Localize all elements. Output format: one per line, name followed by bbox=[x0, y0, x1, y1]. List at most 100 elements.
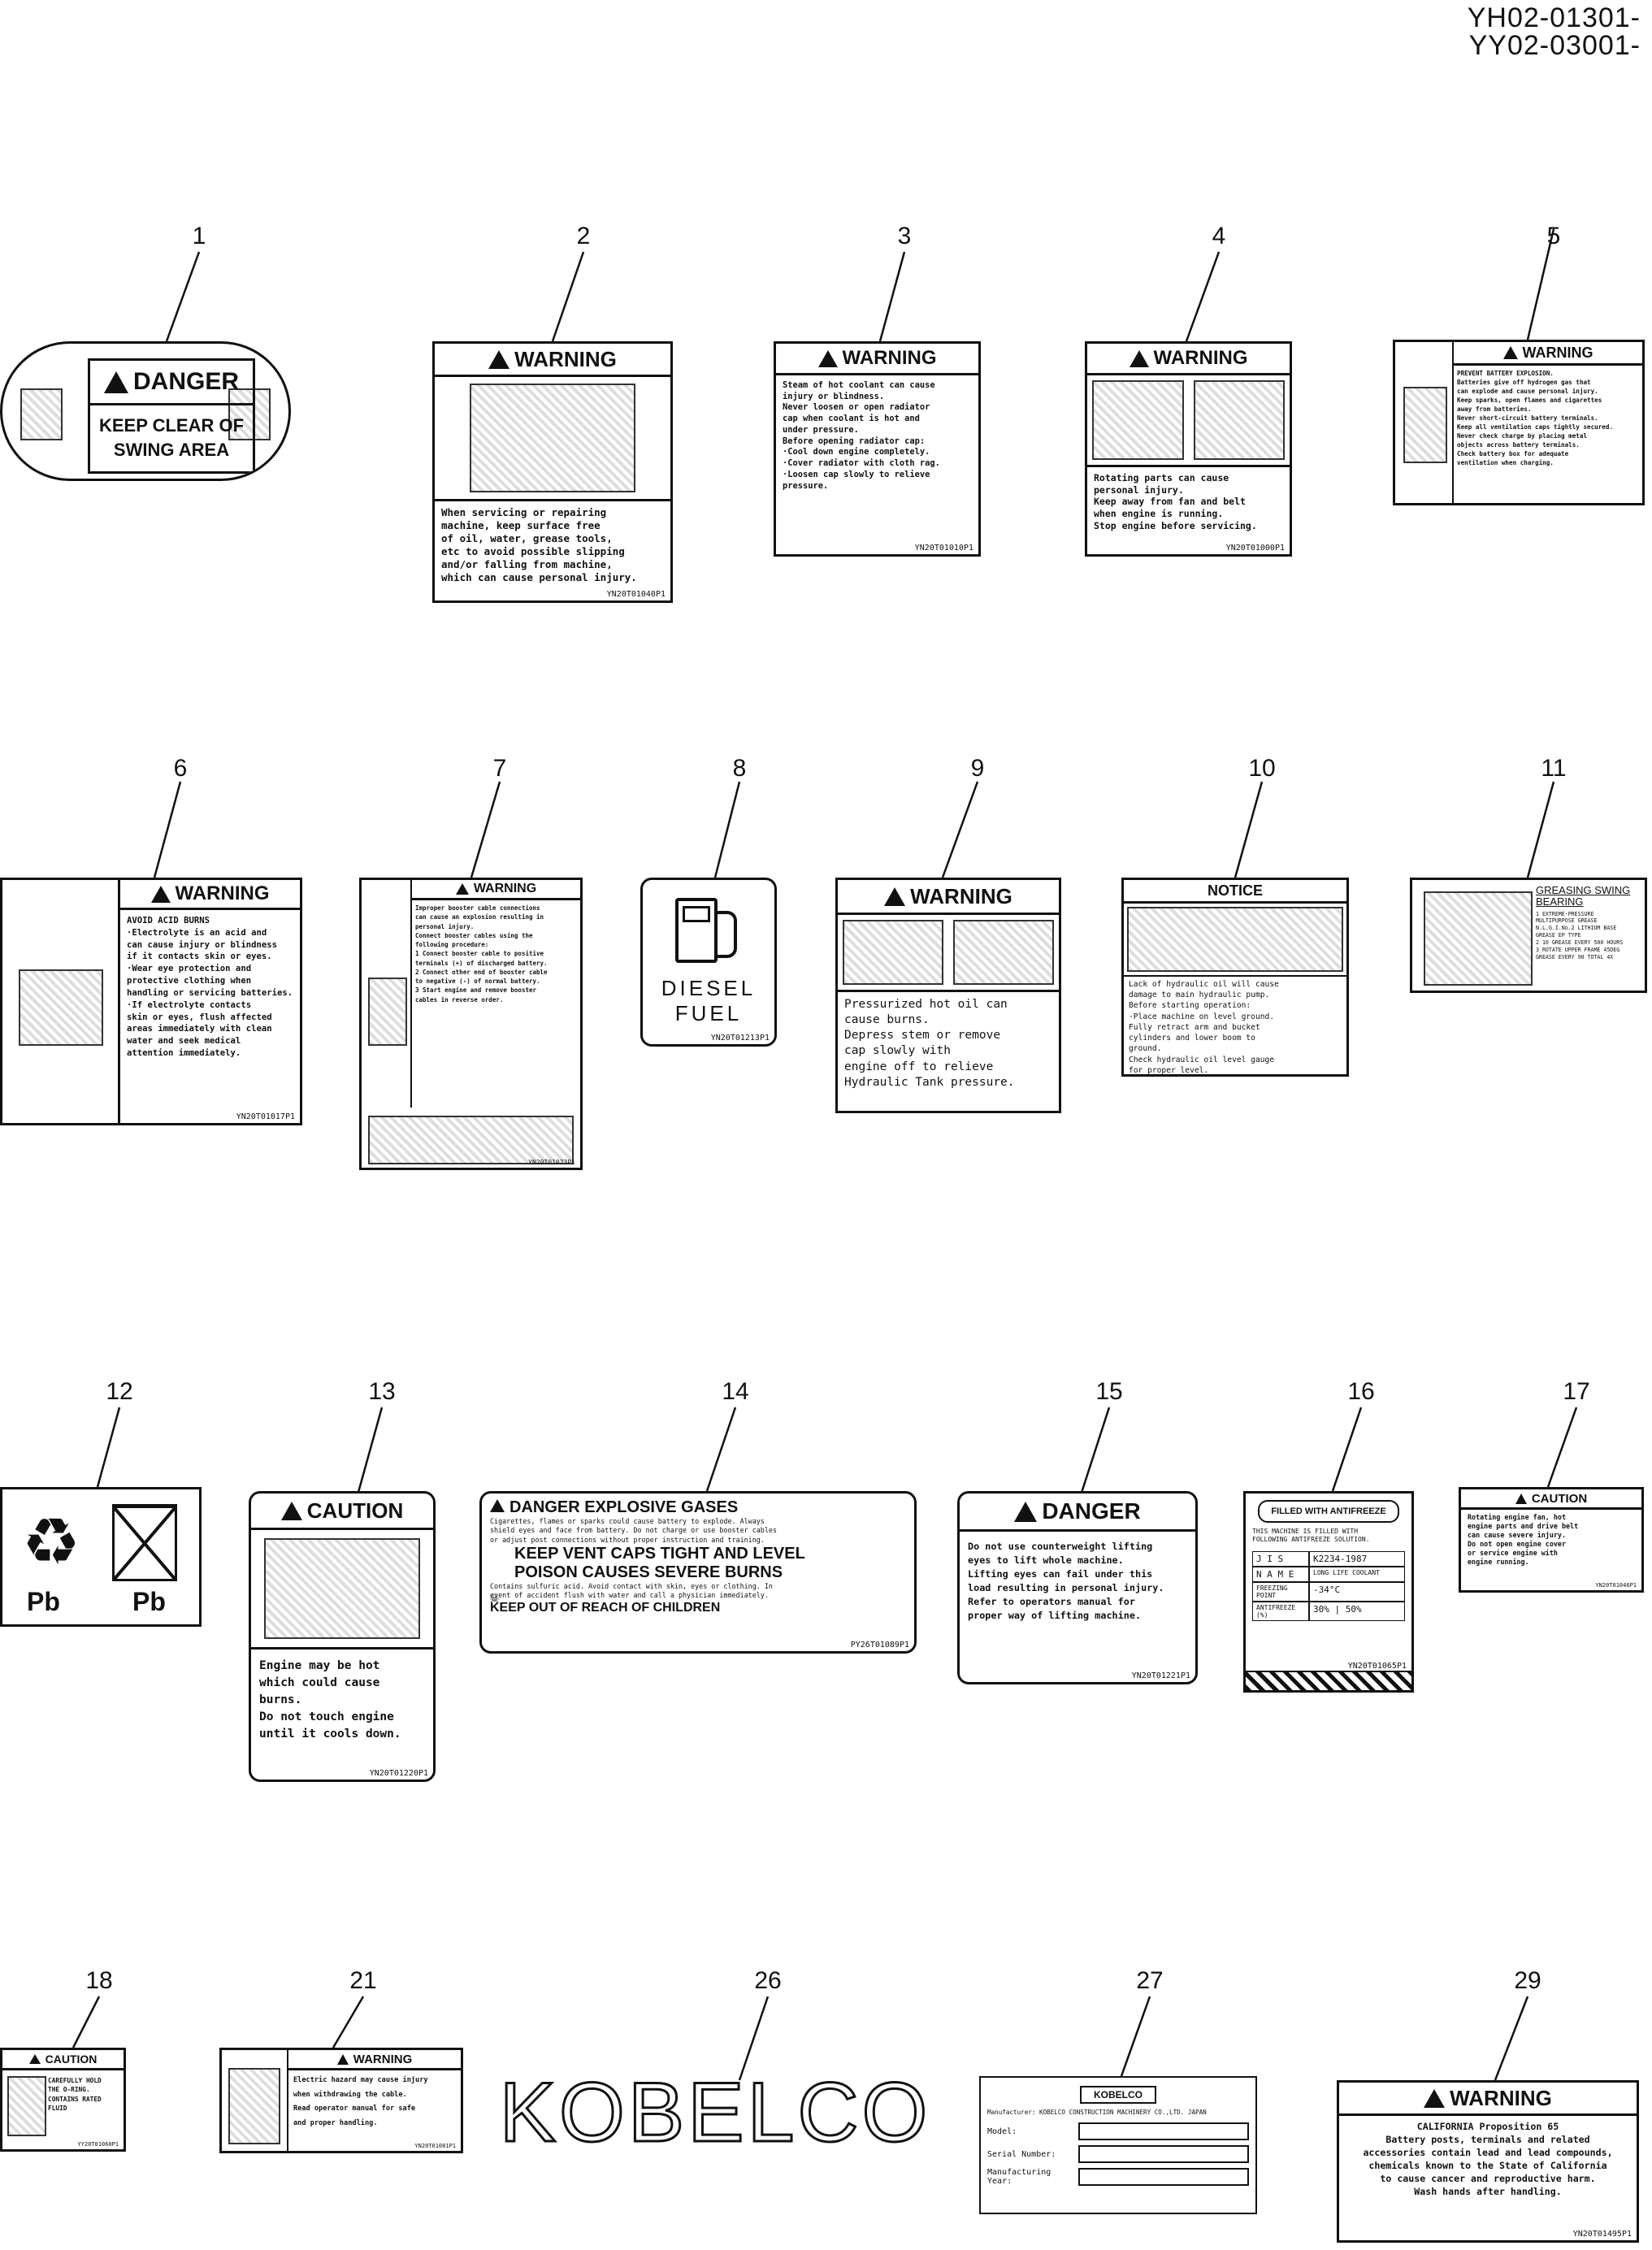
alert-triangle-icon bbox=[1515, 1493, 1527, 1504]
nameplate-year-field bbox=[1078, 2168, 1249, 2186]
callout-18: 18 bbox=[85, 1967, 113, 1994]
leader-6 bbox=[153, 781, 182, 878]
fuel-pump-icon bbox=[675, 898, 718, 963]
leader-17 bbox=[1546, 1407, 1578, 1488]
callout-21: 21 bbox=[349, 1967, 377, 1994]
callout-4: 4 bbox=[1212, 223, 1226, 249]
nameplate-year-label: Manufacturing Year: bbox=[987, 2168, 1051, 2186]
alert-triangle-icon bbox=[280, 1501, 302, 1520]
callout-27: 27 bbox=[1136, 1967, 1164, 1994]
decal-14-header: DANGER EXPLOSIVE GASES bbox=[490, 1498, 906, 1517]
decal-2-code: YN20T01040P1 bbox=[606, 590, 666, 599]
decal-18-text: CAREFULLY HOLD THE O-RING. CONTAINS RATE… bbox=[48, 2077, 102, 2112]
decal-16-text: THIS MACHINE IS FILLED WITH FOLLOWING AN… bbox=[1252, 1528, 1370, 1544]
warning-header: WARNING bbox=[1087, 344, 1290, 375]
decal-4-warning-fan: WARNING Rotating parts can cause persona… bbox=[1085, 341, 1292, 557]
nameplate-manufacturer: Manufacturer: KOBELCO CONSTRUCTION MACHI… bbox=[987, 2109, 1207, 2116]
decal-9-text: Pressurized hot oil can cause burns. Dep… bbox=[844, 998, 1015, 1089]
decal-21-text: Electric hazard may cause injury when wi… bbox=[293, 2076, 428, 2127]
decal-7-text: Improper booster cable connections can c… bbox=[415, 904, 548, 1004]
decal-16-antifreeze: FILLED WITH ANTIFREEZE THIS MACHINE IS F… bbox=[1243, 1491, 1414, 1693]
warning-header: WARNING bbox=[1454, 342, 1642, 366]
hazard-stripe bbox=[1246, 1671, 1411, 1690]
warning-header: WARNING bbox=[120, 880, 300, 910]
machine-right-icon bbox=[228, 388, 271, 440]
decal-15-text: Do not use counterweight lifting eyes to… bbox=[968, 1541, 1164, 1622]
decal-14-footer: KEEP OUT OF REACH OF CHILDREN bbox=[490, 1600, 721, 1615]
caution-header: CAUTION bbox=[2, 2050, 124, 2070]
leader-12 bbox=[96, 1407, 121, 1488]
decal-16-title: FILLED WITH ANTIFREEZE bbox=[1258, 1500, 1399, 1523]
filter-icon bbox=[7, 2076, 46, 2136]
leader-13 bbox=[356, 1407, 384, 1496]
warning-header: WARNING bbox=[776, 344, 978, 375]
decal-18-caution-o-ring: CAUTION CAREFULLY HOLD THE O-RING. CONTA… bbox=[0, 2048, 126, 2152]
leader-4 bbox=[1185, 251, 1221, 342]
leader-14 bbox=[705, 1407, 737, 1492]
callout-8: 8 bbox=[732, 755, 747, 782]
leader-1 bbox=[165, 251, 201, 342]
nameplate-model-label: Model: bbox=[987, 2126, 1017, 2136]
battery-connection-diagram bbox=[368, 1116, 574, 1164]
decal-8-code: YN20T01213P1 bbox=[710, 1034, 770, 1043]
decal-13-text: Engine may be hot which could cause burn… bbox=[251, 1647, 433, 1751]
drawing-number-1: YH02-01301- bbox=[1467, 2, 1641, 33]
nameplate-brand: KOBELCO bbox=[1080, 2086, 1156, 2104]
leader-2 bbox=[551, 251, 585, 342]
decal-11-greasing-swing-bearing: GREASING SWING BEARING 1 EXTREME-PRESSUR… bbox=[1410, 878, 1647, 993]
decal-9-warning-hydraulic-tank: WARNING Pressurized hot oil can cause bu… bbox=[835, 878, 1061, 1113]
alert-triangle-icon bbox=[28, 2054, 41, 2064]
decal-21-code: YN20T01081P1 bbox=[414, 2143, 456, 2149]
nameplate-serial-field bbox=[1078, 2145, 1249, 2163]
decal-6-text: AVOID ACID BURNS ·Electrolyte is an acid… bbox=[127, 916, 293, 1059]
crossed-bin-icon bbox=[112, 1504, 177, 1581]
hand-burn-icon bbox=[264, 1538, 420, 1639]
decal-29-warning-prop65: WARNING CALIFORNIA Proposition 65 Batter… bbox=[1337, 2080, 1639, 2243]
warning-header: WARNING bbox=[1339, 2083, 1637, 2116]
tank-stem-icon bbox=[953, 920, 1054, 985]
decal-27-nameplate: KOBELCO Manufacturer: KOBELCO CONSTRUCTI… bbox=[979, 2076, 1257, 2214]
leader-8 bbox=[713, 781, 741, 878]
electric-hazard-icon bbox=[228, 2068, 280, 2144]
decal-3-code: YN20T01010P1 bbox=[914, 544, 973, 553]
callout-17: 17 bbox=[1563, 1378, 1590, 1405]
nameplate-model-field bbox=[1078, 2122, 1249, 2140]
alert-triangle-icon bbox=[1502, 346, 1518, 359]
slipping-person-icon bbox=[470, 384, 635, 492]
alert-triangle-icon bbox=[336, 2053, 349, 2065]
decal-3-warning-radiator: WARNING Steam of hot coolant can cause i… bbox=[774, 341, 981, 557]
decal-10-text: Lack of hydraulic oil will cause damage … bbox=[1124, 975, 1346, 1074]
callout-12: 12 bbox=[106, 1378, 133, 1405]
alert-triangle-icon bbox=[455, 883, 469, 895]
leader-21 bbox=[332, 1996, 365, 2048]
tank-cap-icon bbox=[843, 920, 943, 985]
decal-1-danger-swing: DANGER KEEP CLEAR OF SWING AREA bbox=[0, 341, 291, 481]
callout-26: 26 bbox=[754, 1967, 782, 1994]
excavator-position-icon bbox=[1127, 907, 1343, 972]
leader-9 bbox=[941, 781, 979, 878]
leader-16 bbox=[1331, 1407, 1363, 1492]
callout-14: 14 bbox=[722, 1378, 749, 1405]
nameplate-serial-label: Serial Number: bbox=[987, 2149, 1056, 2159]
drawing-number-2: YY02-03001- bbox=[1468, 30, 1641, 61]
alert-triangle-icon bbox=[1424, 2088, 1446, 2108]
swing-bearing-icon bbox=[1424, 891, 1533, 986]
danger-header: DANGER bbox=[960, 1493, 1195, 1532]
callout-5: 5 bbox=[1546, 223, 1561, 249]
leader-27 bbox=[1120, 1996, 1151, 2077]
decal-17-caution-fan: CAUTION Rotating engine fan, hot engine … bbox=[1459, 1487, 1644, 1593]
decal-14-poison: POISON CAUSES SEVERE BURNS bbox=[514, 1563, 783, 1582]
danger-header: DANGER bbox=[90, 361, 253, 405]
machine-left-icon bbox=[20, 388, 63, 440]
callout-2: 2 bbox=[576, 223, 591, 249]
decal-14-vent-caps: KEEP VENT CAPS TIGHT AND LEVEL bbox=[514, 1545, 805, 1563]
decal-7-warning-booster: WARNING Improper booster cable connectio… bbox=[359, 878, 583, 1170]
decal-13-caution-hot-engine: CAUTION Engine may be hot which could ca… bbox=[249, 1491, 436, 1782]
hand-fan-icon bbox=[1092, 380, 1184, 460]
decal-14-danger-battery: DANGER EXPLOSIVE GASES Cigarettes, flame… bbox=[479, 1491, 917, 1654]
alert-triangle-icon bbox=[817, 349, 838, 367]
alert-triangle-icon bbox=[488, 349, 510, 369]
leader-11 bbox=[1526, 781, 1555, 878]
decal-5-warning-battery-explosion: WARNING PREVENT BATTERY EXPLOSION. Batte… bbox=[1393, 340, 1645, 505]
